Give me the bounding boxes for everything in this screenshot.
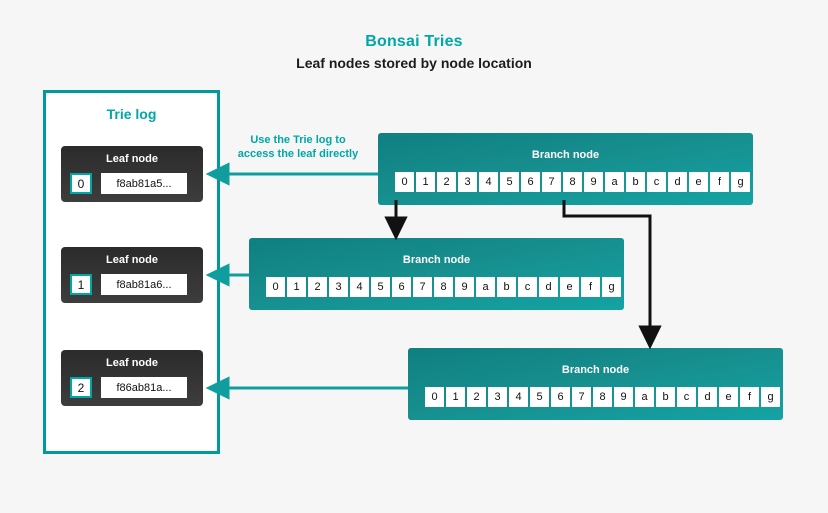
branch-node-label: Branch node xyxy=(531,149,600,161)
branch-cell-6[interactable]: 6 xyxy=(551,387,570,407)
branch-cell-8[interactable]: 8 xyxy=(563,172,582,192)
branch-cell-f[interactable]: f xyxy=(740,387,759,407)
branch-cell-8[interactable]: 8 xyxy=(434,277,453,297)
annotation-trie-log-access: Use the Trie log to access the leaf dire… xyxy=(224,133,372,161)
branch-cell-3[interactable]: 3 xyxy=(488,387,507,407)
branch-cell-c[interactable]: c xyxy=(677,387,696,407)
branch-cell-0[interactable]: 0 xyxy=(395,172,414,192)
branch-cell-e[interactable]: e xyxy=(719,387,738,407)
branch-cell-6[interactable]: 6 xyxy=(392,277,411,297)
branch-cell-1[interactable]: 1 xyxy=(287,277,306,297)
branch-cell-7[interactable]: 7 xyxy=(413,277,432,297)
branch-cell-g[interactable]: g xyxy=(602,277,621,297)
branch-cell-f[interactable]: f xyxy=(710,172,729,192)
branch-cell-e[interactable]: e xyxy=(689,172,708,192)
branch-cell-0[interactable]: 0 xyxy=(266,277,285,297)
branch-cell-2[interactable]: 2 xyxy=(308,277,327,297)
branch-node-label: Branch node xyxy=(561,364,630,376)
branch-cell-b[interactable]: b xyxy=(497,277,516,297)
leaf-node-hash: f8ab81a5... xyxy=(101,173,187,194)
branch-cell-9[interactable]: 9 xyxy=(455,277,474,297)
branch-cell-9[interactable]: 9 xyxy=(614,387,633,407)
branch-cell-1[interactable]: 1 xyxy=(446,387,465,407)
branch-cell-b[interactable]: b xyxy=(656,387,675,407)
branch-cell-c[interactable]: c xyxy=(647,172,666,192)
branch-cell-g[interactable]: g xyxy=(761,387,780,407)
branch-cell-2[interactable]: 2 xyxy=(437,172,456,192)
annotation-line-1: Use the Trie log to xyxy=(250,134,346,146)
branch-cell-3[interactable]: 3 xyxy=(329,277,348,297)
branch-cell-d[interactable]: d xyxy=(698,387,717,407)
branch-node-label: Branch node xyxy=(402,254,471,266)
leaf-node-hash: f8ab81a6... xyxy=(101,274,187,295)
leaf-node-label: Leaf node xyxy=(106,357,158,369)
branch-cell-c[interactable]: c xyxy=(518,277,537,297)
leaf-node-hash: f86ab81a... xyxy=(101,377,187,398)
branch-cell-4[interactable]: 4 xyxy=(350,277,369,297)
leaf-node-index: 2 xyxy=(70,377,92,398)
branch-cell-f[interactable]: f xyxy=(581,277,600,297)
branch-cell-e[interactable]: e xyxy=(560,277,579,297)
branch-cell-a[interactable]: a xyxy=(605,172,624,192)
branch-cell-5[interactable]: 5 xyxy=(371,277,390,297)
leaf-node-row: 2 f86ab81a... xyxy=(70,377,187,398)
branch-cell-7[interactable]: 7 xyxy=(542,172,561,192)
branch-cell-4[interactable]: 4 xyxy=(509,387,528,407)
branch-cell-b[interactable]: b xyxy=(626,172,645,192)
branch-cell-7[interactable]: 7 xyxy=(572,387,591,407)
branch-cell-5[interactable]: 5 xyxy=(500,172,519,192)
leaf-node-1[interactable]: Leaf node 1 f8ab81a6... xyxy=(61,247,203,303)
branch-cell-0[interactable]: 0 xyxy=(425,387,444,407)
branch-cell-g[interactable]: g xyxy=(731,172,750,192)
leaf-node-label: Leaf node xyxy=(106,153,158,165)
branch-cell-a[interactable]: a xyxy=(635,387,654,407)
branch-cell-8[interactable]: 8 xyxy=(593,387,612,407)
branch-cell-6[interactable]: 6 xyxy=(521,172,540,192)
annotation-line-2: access the leaf directly xyxy=(237,148,359,160)
branch-cell-1[interactable]: 1 xyxy=(416,172,435,192)
page-subtitle: Leaf nodes stored by node location xyxy=(296,55,532,71)
branch-cell-5[interactable]: 5 xyxy=(530,387,549,407)
leaf-node-label: Leaf node xyxy=(106,254,158,266)
leaf-node-0[interactable]: Leaf node 0 f8ab81a5... xyxy=(61,146,203,202)
branch-cell-d[interactable]: d xyxy=(668,172,687,192)
branch-cell-d[interactable]: d xyxy=(539,277,558,297)
branch-cell-4[interactable]: 4 xyxy=(479,172,498,192)
trie-log-title: Trie log xyxy=(106,106,157,122)
leaf-node-2[interactable]: Leaf node 2 f86ab81a... xyxy=(61,350,203,406)
leaf-node-row: 0 f8ab81a5... xyxy=(70,173,187,194)
leaf-node-index: 1 xyxy=(70,274,92,295)
leaf-node-index: 0 xyxy=(70,173,92,194)
branch-cell-a[interactable]: a xyxy=(476,277,495,297)
branch-cell-2[interactable]: 2 xyxy=(467,387,486,407)
leaf-node-row: 1 f8ab81a6... xyxy=(70,274,187,295)
branch-cell-9[interactable]: 9 xyxy=(584,172,603,192)
page-title: Bonsai Tries xyxy=(365,33,463,50)
branch-cell-3[interactable]: 3 xyxy=(458,172,477,192)
